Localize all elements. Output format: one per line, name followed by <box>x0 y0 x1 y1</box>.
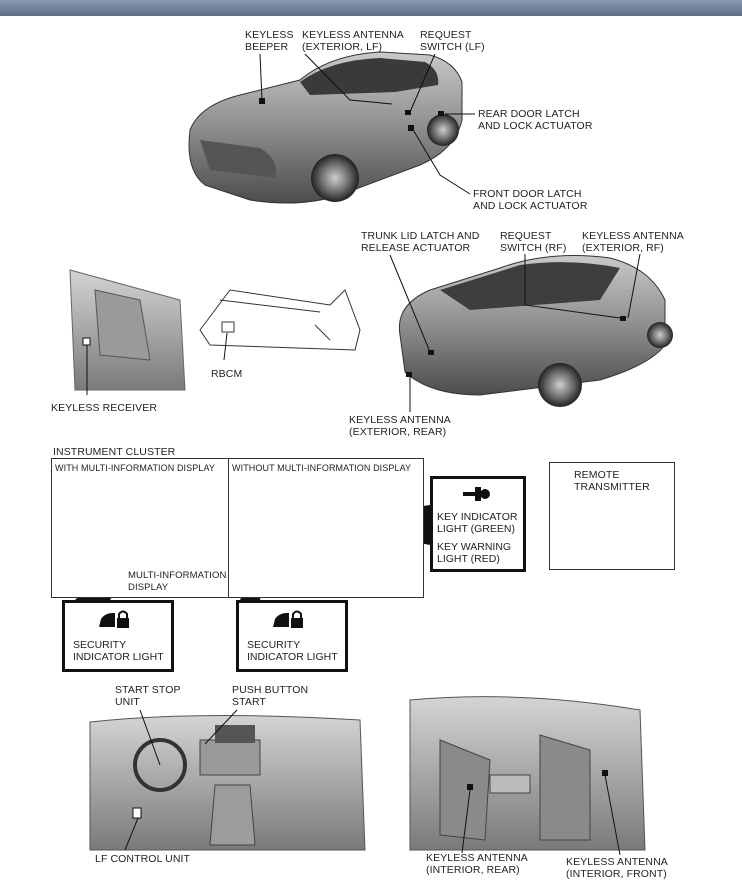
lf-control-unit-label: LF CONTROL UNIT <box>95 853 191 865</box>
key-warning-label: KEY WARNING LIGHT (RED) <box>437 541 512 565</box>
start-stop-unit-label: START STOP UNIT <box>115 684 181 708</box>
request-switch-rf-label: REQUEST SWITCH (RF) <box>500 230 567 254</box>
front-door-latch-label: FRONT DOOR LATCH AND LOCK ACTUATOR <box>473 188 588 212</box>
trunk-lid-latch-label: TRUNK LID LATCH AND RELEASE ACTUATOR <box>361 230 480 254</box>
security-indicator-callout-1: SECURITY INDICATOR LIGHT <box>62 600 174 672</box>
car-lock-icon <box>273 610 303 628</box>
header-bar <box>0 0 742 16</box>
remote-transmitter-label: REMOTE TRANSMITTER <box>574 469 650 493</box>
multi-info-display-label: MULTI-INFORMATION DISPLAY <box>128 570 227 593</box>
security-indicator-callout-2: SECURITY INDICATOR LIGHT <box>236 600 348 672</box>
keyless-beeper-label: KEYLESS BEEPER <box>245 29 294 53</box>
dashboard-image <box>89 714 366 851</box>
security-indicator-label-1: SECURITY INDICATOR LIGHT <box>73 639 164 663</box>
rbcm-label: RBCM <box>211 368 243 380</box>
car-lock-icon <box>99 610 129 628</box>
keyless-receiver-label: KEYLESS RECEIVER <box>51 402 158 414</box>
security-indicator-label-2: SECURITY INDICATOR LIGHT <box>247 639 338 663</box>
keyless-antenna-exterior-lf-label: KEYLESS ANTENNA (EXTERIOR, LF) <box>302 29 404 53</box>
without-mid-title: WITHOUT MULTI-INFORMATION DISPLAY <box>232 463 412 473</box>
remote-transmitter-box: REMOTE TRANSMITTER <box>549 462 675 570</box>
push-button-start-label: PUSH BUTTON START <box>232 684 309 708</box>
instrument-cluster-label: INSTRUMENT CLUSTER <box>53 446 176 458</box>
with-mid-panel: WITH MULTI-INFORMATION DISPLAY <box>51 458 229 598</box>
key-indicator-label: KEY INDICATOR LIGHT (GREEN) <box>437 511 518 535</box>
rear-car-image <box>398 255 673 407</box>
cabin-interior-image <box>409 696 646 851</box>
front-car-image <box>188 51 463 204</box>
rear-door-latch-label: REAR DOOR LATCH AND LOCK ACTUATOR <box>478 108 593 132</box>
rear-seat-image <box>65 248 190 398</box>
keyless-antenna-interior-rear-label: KEYLESS ANTENNA (INTERIOR, REAR) <box>426 852 528 876</box>
key-icon <box>463 487 490 501</box>
without-mid-panel: WITHOUT MULTI-INFORMATION DISPLAY <box>228 458 424 598</box>
keyless-antenna-interior-front-label: KEYLESS ANTENNA (INTERIOR, FRONT) <box>566 856 668 880</box>
keyless-antenna-exterior-rf-label: KEYLESS ANTENNA (EXTERIOR, RF) <box>582 230 684 254</box>
with-mid-title: WITH MULTI-INFORMATION DISPLAY <box>55 463 215 473</box>
key-indicator-callout: KEY INDICATOR LIGHT (GREEN) KEY WARNING … <box>430 476 526 572</box>
request-switch-lf-label: REQUEST SWITCH (LF) <box>420 29 485 53</box>
keyless-antenna-exterior-rear-label: KEYLESS ANTENNA (EXTERIOR, REAR) <box>349 414 451 438</box>
rbcm-trunk-sketch <box>199 289 361 351</box>
